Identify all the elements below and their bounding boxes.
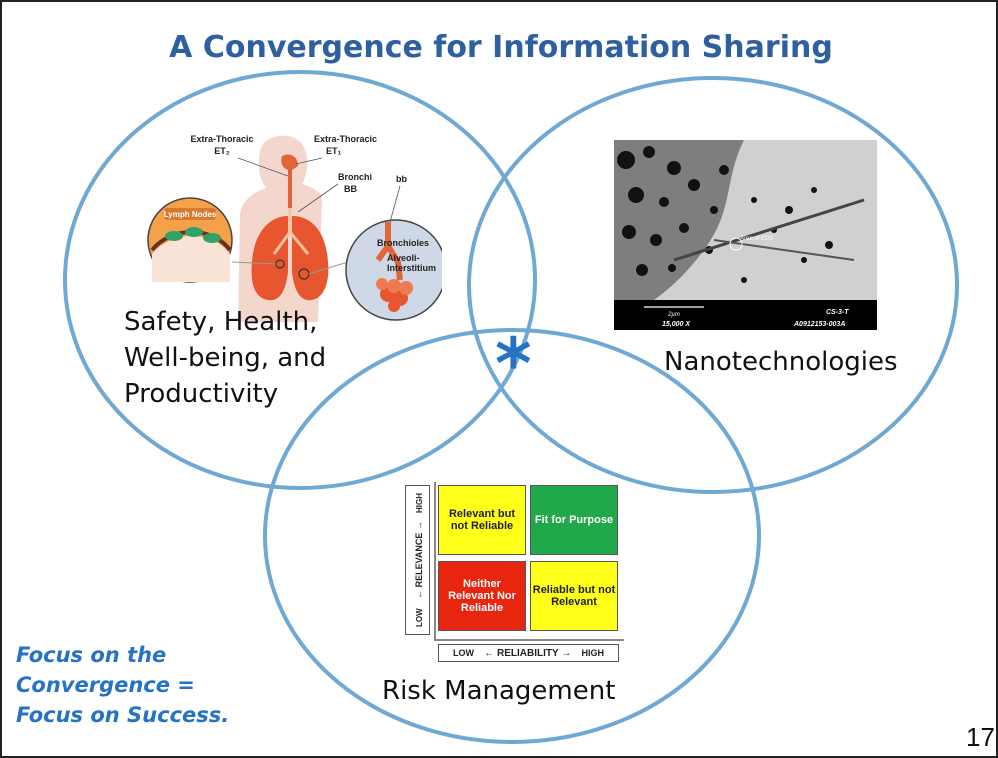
safety-health-label: Safety, Health, Well-being, and Producti… <box>124 304 326 412</box>
bb-upper-label: BB <box>344 184 357 194</box>
relevance-axis: LOW ← RELEVANCE → HIGH <box>414 493 424 627</box>
bronchioles-label: Bronchioles <box>377 238 429 248</box>
electron-micrograph-image: Area of EDS 2µm 15,000 X CS-3-T A0912153… <box>614 140 877 330</box>
focus-line-3: Focus on Success. <box>16 703 230 727</box>
micrograph-sample: CS-3-T <box>826 309 849 316</box>
safety-label-line-2: Well-being, and <box>124 343 327 373</box>
et2-title-label: Extra-Thoracic <box>190 134 253 144</box>
matrix-axis-lines <box>434 482 624 641</box>
page-number: 17 <box>966 722 995 752</box>
micrograph-area-label: Area of EDS <box>739 236 773 242</box>
safety-label-line-1: Safety, Health, <box>124 307 318 337</box>
micrograph-scale: 2µm <box>667 312 680 318</box>
matrix-cell-relevant-not-reliable: Relevant but not Reliable <box>438 485 526 555</box>
relevance-axis-box <box>405 485 430 635</box>
relevance-axis-label: ← RELEVANCE → <box>414 521 424 599</box>
bb-lower-label: bb <box>396 174 407 184</box>
lymph-nodes-label: Lymph Nodes <box>164 210 217 219</box>
focus-line-2: Convergence = <box>16 673 195 697</box>
alveoli-label: Alveoli- <box>387 253 420 263</box>
reliability-low-label: LOW <box>453 648 474 658</box>
et1-title-label: Extra-Thoracic <box>314 134 377 144</box>
micrograph-id: A0912153-003A <box>793 321 845 328</box>
bronchi-label: Bronchi <box>338 172 372 182</box>
matrix-cell-neither: Neither Relevant Nor Reliable <box>438 561 526 631</box>
reliability-axis-label: ← RELIABILITY → <box>484 647 572 659</box>
risk-management-label: Risk Management <box>382 676 616 706</box>
relevance-low-label: LOW <box>415 608 424 627</box>
reliability-axis: LOW ← RELIABILITY → HIGH <box>438 644 619 662</box>
interstitium-label: Interstitium <box>387 263 436 273</box>
matrix-cell-reliable-not-relevant: Reliable but not Relevant <box>530 561 618 631</box>
nanotech-circle <box>467 76 959 494</box>
matrix-cell-fit-for-purpose: Fit for Purpose <box>530 485 618 555</box>
focus-line-1: Focus on the <box>16 643 167 667</box>
respiratory-tract-illustration: Lymph Nodes Bronchioles Alveoli- Interst… <box>147 134 442 322</box>
safety-circle <box>63 70 537 490</box>
nanotechnologies-label: Nanotechnologies <box>664 347 898 377</box>
reliability-high-label: HIGH <box>581 648 604 658</box>
et1-label: ET₁ <box>326 146 342 156</box>
micrograph-magnification: 15,000 X <box>662 321 691 328</box>
focus-statement: Focus on the Convergence = Focus on Succ… <box>16 640 229 730</box>
slide-title: A Convergence for Information Sharing <box>169 30 833 65</box>
safety-label-line-3: Productivity <box>124 379 279 409</box>
et2-label: ET₂ <box>214 146 230 156</box>
relevance-high-label: HIGH <box>415 493 424 513</box>
convergence-asterisk-icon: * <box>495 323 532 405</box>
risk-circle <box>263 328 761 744</box>
